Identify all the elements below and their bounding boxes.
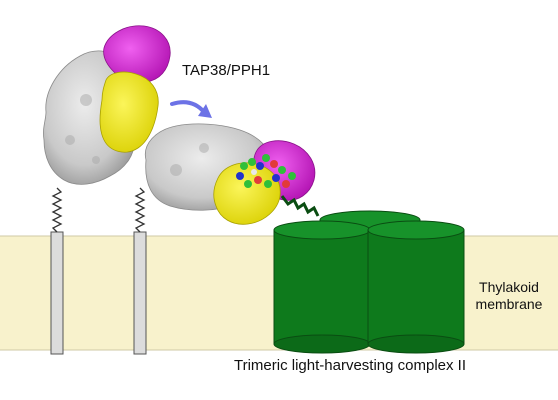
transition-arrow [170, 100, 212, 118]
tap38-protein-inactive [43, 25, 171, 185]
lhcii-monomer-left [273, 220, 371, 354]
lhcii-monomer-right [367, 220, 465, 354]
membrane-label: Thylakoid membrane [468, 279, 550, 313]
bound-substrate-peptide [236, 154, 296, 188]
membrane-label-line2: membrane [475, 296, 543, 312]
linker-left [51, 187, 63, 233]
protein-label: TAP38/PPH1 [182, 62, 271, 79]
lhcii-tail-linker [280, 195, 320, 217]
complex-label: Trimeric light-harvesting complex II [234, 357, 467, 374]
transmembrane-anchor-left [50, 231, 64, 355]
protein-active-site [99, 71, 159, 153]
linker-right [134, 187, 146, 233]
transmembrane-anchor-right [133, 231, 147, 355]
protein-substrate-domain [103, 25, 171, 83]
membrane-label-line1: Thylakoid [479, 279, 539, 295]
protein-active-site [213, 162, 281, 225]
lhcii-trimer [273, 210, 465, 354]
tap38-protein-bound [144, 123, 316, 225]
